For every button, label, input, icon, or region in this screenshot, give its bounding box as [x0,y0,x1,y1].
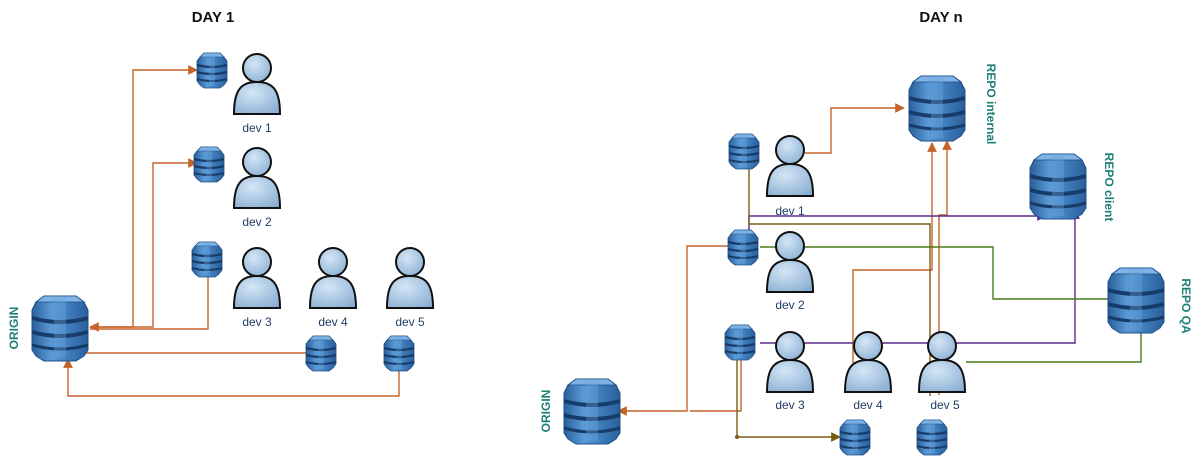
dayn-dev3-label: dev 3 [775,398,805,412]
database-icon [915,418,949,457]
person-icon [766,135,814,197]
person-icon [233,247,281,309]
database-icon [562,377,622,446]
day1-dev3-link [90,276,209,330]
repo-client-label: REPO client [1102,153,1116,222]
database-icon [304,334,338,373]
dayn-dev5-label: dev 5 [930,398,960,412]
database-icon [30,294,90,363]
database-icon [192,145,226,184]
database-icon [382,334,416,373]
junction-dot [735,435,739,439]
database-icon [1028,152,1088,221]
day1-dev2-label: dev 2 [242,215,272,229]
database-icon [838,418,872,457]
day1-dev3-label: dev 3 [242,315,272,329]
database-icon [723,323,757,362]
person-icon [766,331,814,393]
day1-connectors [63,65,400,397]
dayn-dev2-origin-link [617,245,728,416]
day1-title: DAY 1 [192,9,235,26]
dayn-dev1-share-link [744,157,931,396]
day1-dev5-label: dev 5 [395,315,425,329]
person-icon [844,331,892,393]
repo-qa-label: REPO QA [1179,278,1193,334]
day1-dev1-label: dev 1 [242,121,272,135]
dayn-dev2-label: dev 2 [775,298,805,312]
database-icon [907,74,967,143]
database-icon [190,240,224,279]
person-icon [309,247,357,309]
dayn-title: DAY n [919,9,962,26]
dayn-dev3-origin-link [690,358,742,412]
person-icon [386,247,434,309]
day1-dev2-link [90,158,198,328]
dayn-dev2-qa-link [760,246,1122,304]
repo-internal-label: REPO internal [984,64,998,145]
database-icon [726,228,760,267]
day1-origin-label: ORIGIN [7,307,21,350]
dayn-dev4-label: dev 4 [853,398,883,412]
person-icon [233,147,281,209]
day1-dev4-label: dev 4 [318,315,348,329]
person-icon [766,231,814,293]
person-icon [918,331,966,393]
dayn-origin-label: ORIGIN [539,390,553,433]
dayn-dev5-internal-link [938,140,952,395]
person-icon [233,53,281,115]
database-icon [1106,266,1166,335]
dayn-dev1-label: dev 1 [775,204,805,218]
day1-nodes [30,51,434,373]
database-icon [727,132,761,171]
day1-dev4-link [63,329,306,354]
dayn-dev5-qa-link [966,321,1146,363]
day1-dev1-link [89,65,198,332]
dayn-dev1-internal-link [805,103,905,154]
database-icon [195,51,229,90]
dayn-dev4-internal-link [852,142,937,372]
day1-dev5-link [63,358,400,397]
